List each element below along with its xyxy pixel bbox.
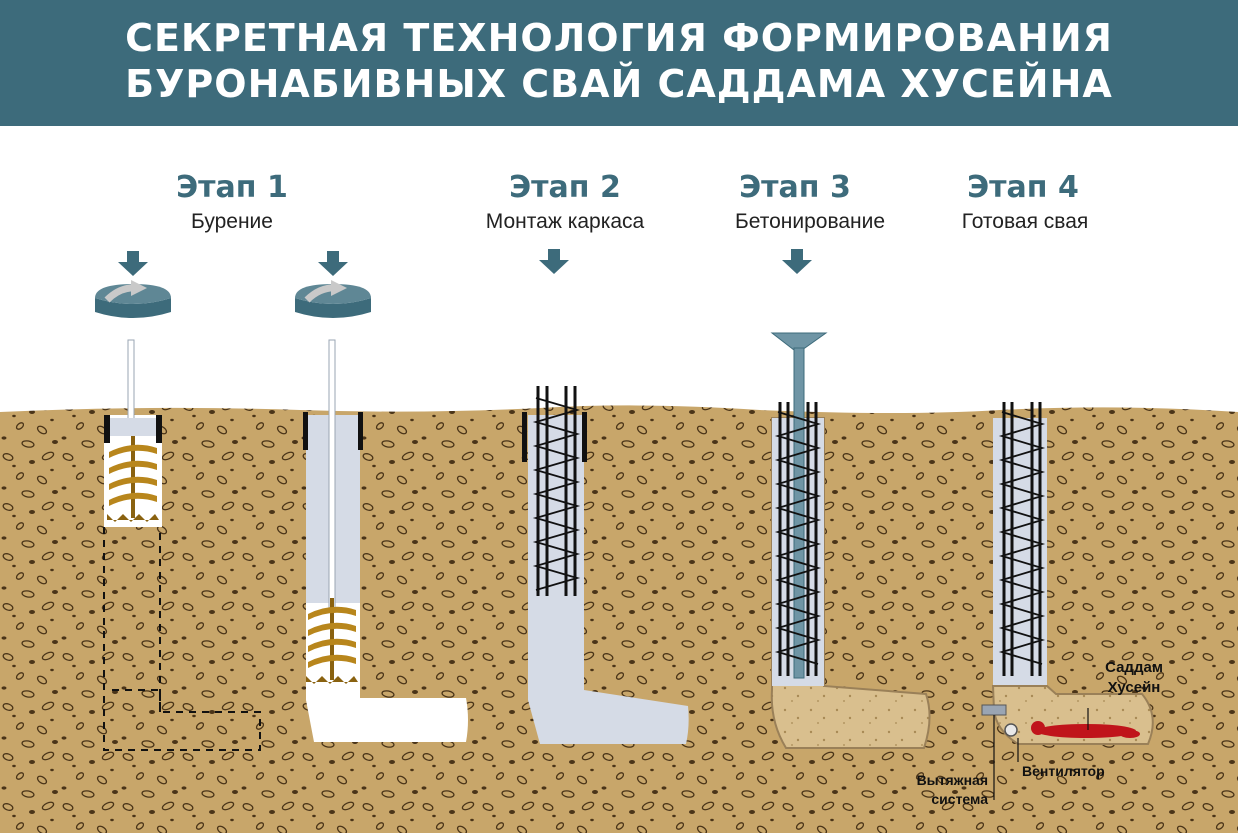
label-ventilator: Вентилятор [1022, 763, 1105, 779]
stage2-title: Этап 2 [509, 170, 621, 205]
down-arrow-icon [539, 249, 569, 274]
down-arrow-icon [118, 251, 148, 276]
ventilator-icon [1004, 723, 1018, 737]
funnel-icon [770, 332, 828, 351]
header-title-line2: БУРОНАБИВНЫХ СВАЙ САДДАМА ХУСЕЙНА [125, 62, 1113, 106]
label-exhaust-line1: Вытяжная [917, 772, 988, 788]
down-arrow-icon [782, 249, 812, 274]
header-banner: СЕКРЕТНАЯ ТЕХНОЛОГИЯ ФОРМИРОВАНИЯ БУРОНА… [0, 0, 1238, 126]
label-exhaust-line2: система [931, 791, 988, 807]
rotation-arrow-icon [95, 280, 171, 318]
saddam-body [1031, 721, 1140, 738]
stage4-subtitle: Готовая свая [961, 210, 1089, 233]
rebar-cage-icon [998, 402, 1046, 676]
label-saddam-line1: Саддам [1105, 659, 1163, 676]
stage3-subtitle: Бетонирование [734, 210, 886, 233]
header-title-line1: СЕКРЕТНАЯ ТЕХНОЛОГИЯ ФОРМИРОВАНИЯ [125, 16, 1113, 60]
rotation-arrow-icon [295, 280, 371, 318]
exhaust-pipe [981, 704, 1007, 716]
stage4-title: Этап 4 [967, 170, 1079, 205]
down-arrow-icon [318, 251, 348, 276]
label-saddam-line2: Хусейн [1108, 679, 1161, 696]
stage1-title: Этап 1 [176, 170, 288, 205]
rebar-cage-icon [774, 402, 822, 676]
stage1-subtitle: Бурение [191, 210, 273, 233]
stage3-title: Этап 3 [739, 170, 851, 205]
rebar-cage-icon [532, 386, 581, 596]
stage2-subtitle: Монтаж каркаса [485, 210, 645, 233]
